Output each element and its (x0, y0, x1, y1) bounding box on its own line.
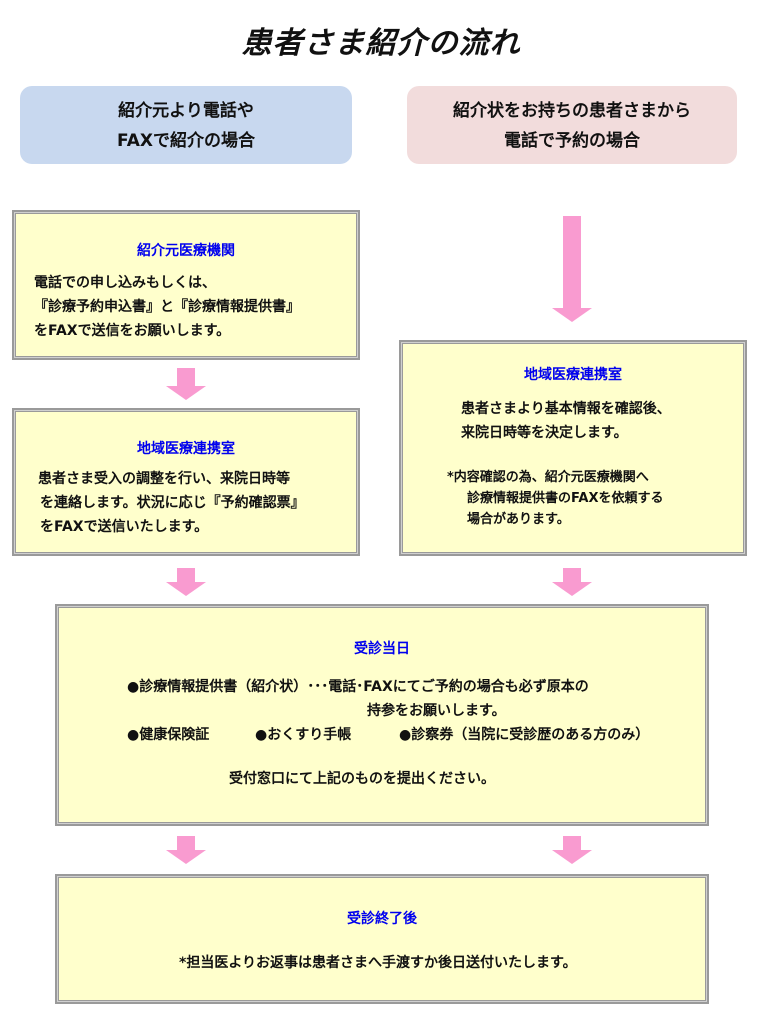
regional-left-text-line1: 患者さま受入の調整を行い、来院日時等 (38, 471, 290, 487)
after-visit-box: 受診終了後 *担当医よりお返事は患者さまへ手渡すか後日送付いたします。 (55, 874, 709, 1004)
visit-day-item-patient-card: ●診察券（当院に受診歴のある方のみ） (399, 727, 650, 743)
arrow-down-icon (552, 568, 592, 608)
regional-office-box-left: 地域医療連携室 患者さま受入の調整を行い、来院日時等 を連絡します。状況に応じ『… (12, 408, 360, 556)
visit-day-item-referral-letter: ●診療情報提供書（紹介状）･･･電話･FAXにてご予約の場合も必ず原本の (127, 679, 589, 695)
fax-referral-header: 紹介元より電話や FAXで紹介の場合 (20, 86, 352, 164)
regional-office-box-right: 地域医療連携室 患者さまより基本情報を確認後、 来院日時等を決定します。 *内容… (399, 340, 747, 556)
phone-reservation-header-line1: 紹介状をお持ちの患者さまから (453, 101, 691, 121)
page-title: 患者さま紹介の流れ (241, 26, 521, 61)
referrer-text-line3: をFAXで送信をお願いします。 (34, 323, 231, 339)
arrow-down-icon (166, 368, 206, 408)
referrer-box: 紹介元医療機関 電話での申し込みもしくは、 『診療予約申込書』と『診療情報提供書… (12, 210, 360, 360)
referrer-text-line2: 『診療予約申込書』と『診療情報提供書』 (34, 299, 300, 315)
visit-day-title: 受診当日 (354, 641, 410, 657)
visit-day-box: 受診当日 ●診療情報提供書（紹介状）･･･電話･FAXにてご予約の場合も必ず原本… (55, 604, 709, 826)
regional-right-note-line3: 場合があります。 (467, 512, 570, 527)
arrow-down-icon (552, 216, 592, 328)
phone-reservation-header: 紹介状をお持ちの患者さまから 電話で予約の場合 (407, 86, 737, 164)
regional-left-text-line3: をFAXで送信いたします。 (40, 519, 209, 535)
referrer-box-title: 紹介元医療機関 (137, 243, 235, 259)
regional-office-left-title: 地域医療連携室 (137, 441, 235, 457)
regional-left-text-line2: を連絡します。状況に応じ『予約確認票』 (40, 495, 305, 511)
fax-referral-header-line1: 紹介元より電話や (118, 101, 254, 121)
arrow-down-icon (552, 836, 592, 876)
visit-day-footer: 受付窓口にて上記のものを提出ください。 (229, 771, 495, 787)
regional-right-text-line1: 患者さまより基本情報を確認後、 (461, 401, 671, 417)
referrer-text-line1: 電話での申し込みもしくは、 (34, 275, 216, 291)
fax-referral-header-line2: FAXで紹介の場合 (117, 131, 255, 151)
regional-right-note-line1: *内容確認の為、紹介元医療機関へ (447, 470, 649, 485)
after-visit-title: 受診終了後 (347, 911, 417, 927)
arrow-down-icon (166, 568, 206, 608)
after-visit-text: *担当医よりお返事は患者さまへ手渡すか後日送付いたします。 (179, 955, 577, 971)
regional-right-note-line2: 診療情報提供書のFAXを依頼する (467, 491, 664, 506)
regional-office-right-title: 地域医療連携室 (524, 367, 622, 383)
regional-right-text-line2: 来院日時等を決定します。 (461, 425, 628, 441)
phone-reservation-header-line2: 電話で予約の場合 (504, 131, 640, 151)
visit-day-item-referral-letter-cont: 持参をお願いします。 (367, 703, 506, 719)
visit-day-item-medicine-notebook: ●おくすり手帳 (255, 727, 352, 743)
arrow-down-icon (166, 836, 206, 876)
visit-day-item-insurance-card: ●健康保険証 (127, 727, 210, 743)
